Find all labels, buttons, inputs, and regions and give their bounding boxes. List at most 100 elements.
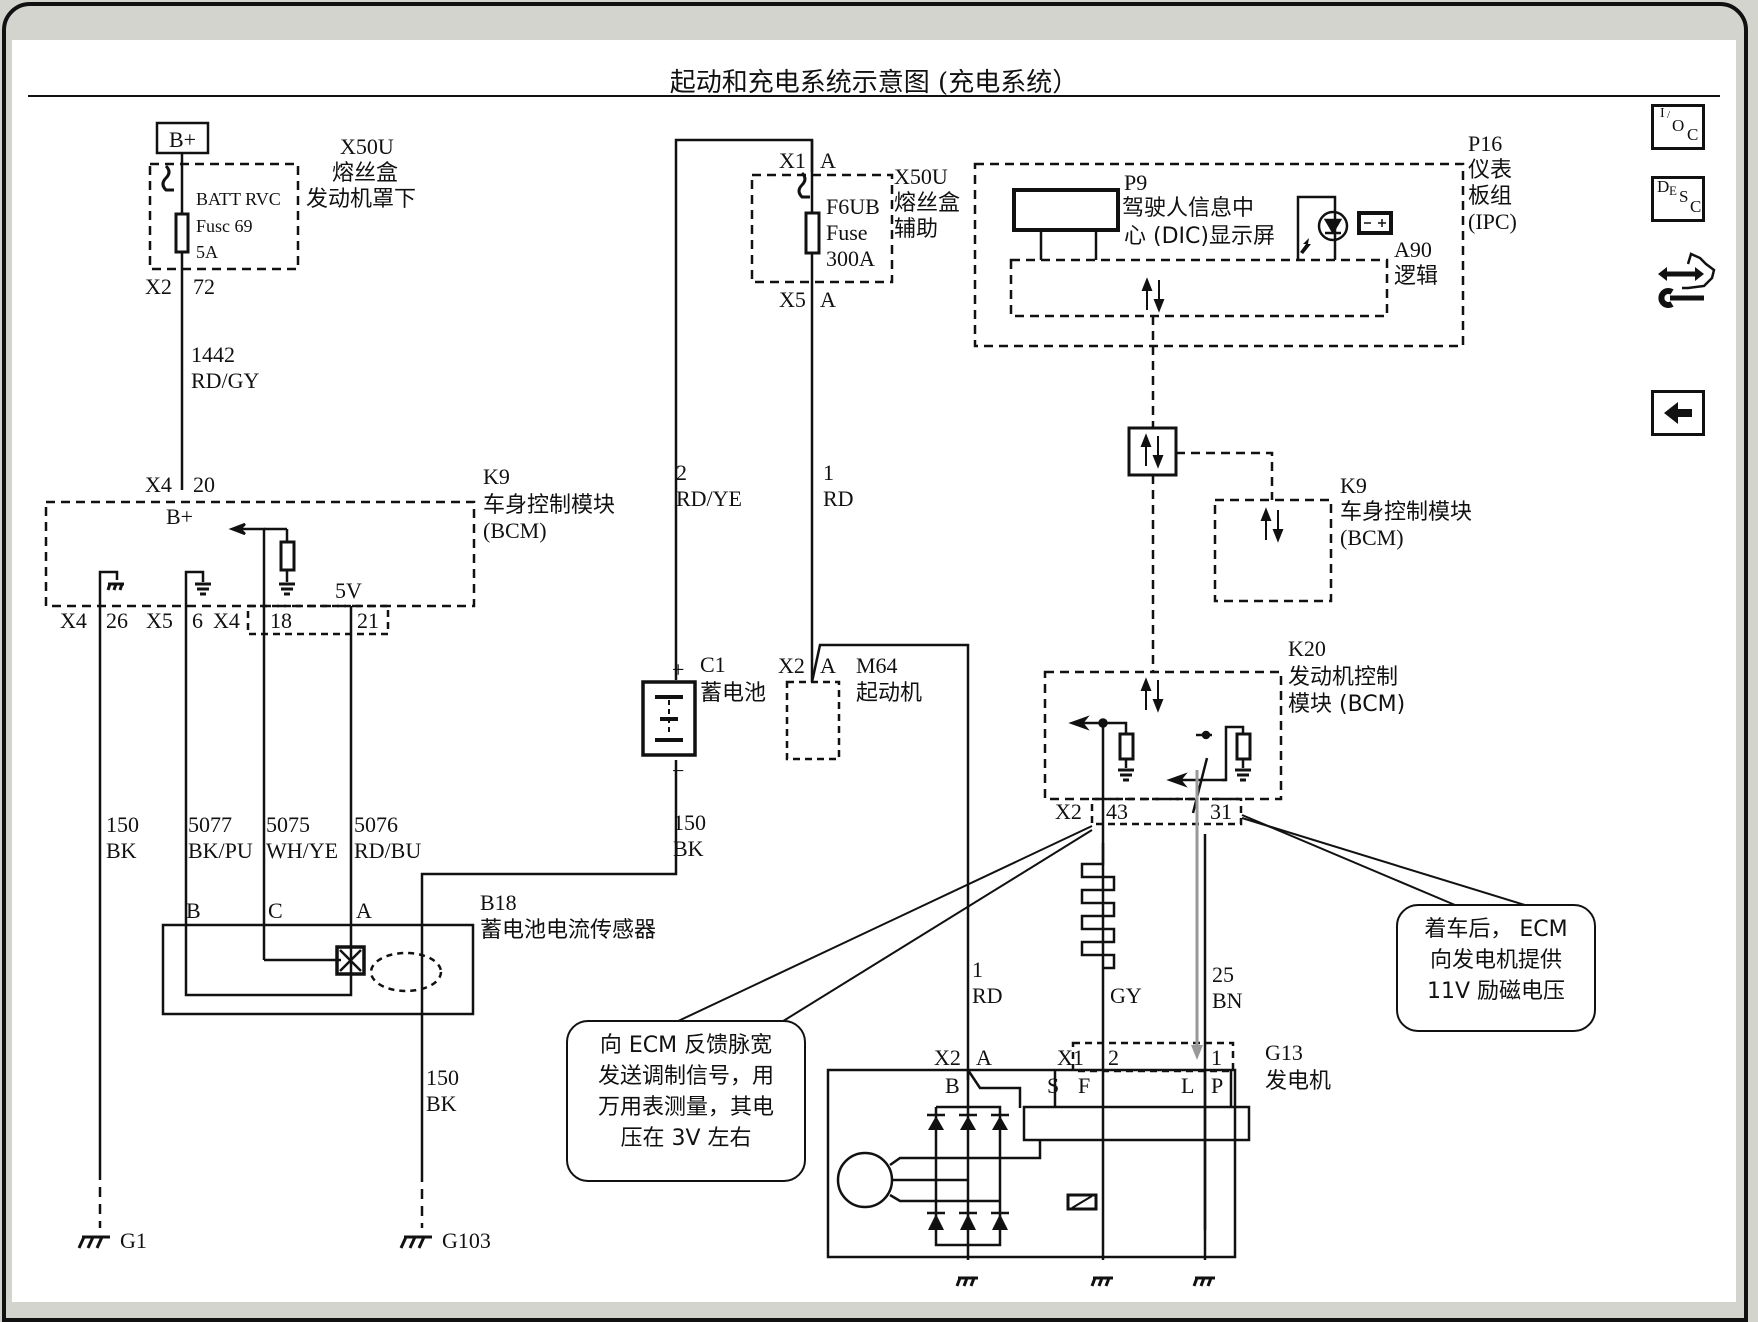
k9-bplus: B+ (166, 504, 193, 529)
description-button[interactable]: D E S C (1651, 176, 1705, 222)
k9-pin-conn: X5 (146, 608, 173, 633)
m64-conn: X2 (778, 653, 805, 678)
c1-battery (641, 680, 697, 757)
wire-1-num: 1 (972, 957, 983, 982)
g13-name: 发电机 (1265, 1069, 1331, 1094)
wire-1442-num: 1442 (191, 342, 235, 367)
x50u-main-id: X50U (340, 134, 394, 159)
back-button[interactable] (1651, 390, 1705, 436)
x50u-aux-id: X50U (894, 164, 948, 189)
m64-id: M64 (856, 653, 898, 678)
fuse-69 (174, 212, 190, 254)
fuse-69-name: BATT RVC (196, 189, 281, 209)
wire-5077-num: 5077 (188, 812, 232, 837)
callout-line: 万用表测量，其电 (597, 1095, 774, 1120)
g13-terminal-f: F (1078, 1073, 1090, 1098)
p16-name-1: 仪表 (1468, 158, 1512, 183)
wire-150-battery (420, 760, 678, 1172)
ground-g103 (399, 1235, 432, 1249)
data-arrows-k9 (1260, 507, 1284, 543)
desc-letter-e: E (1669, 183, 1677, 198)
desc-letter-s: S (1679, 187, 1689, 206)
x50u-main-name-1: 熔丝盒 (332, 161, 398, 186)
fuse-f6ub-number: Fuse (826, 220, 868, 245)
callout-line: 向 ECM 反馈脉宽 (599, 1033, 773, 1058)
k20-pin-31: 31 (1210, 799, 1232, 824)
k9-left-abbr: (BCM) (483, 518, 547, 543)
callout-excitation-voltage: 着车后， ECM 向发电机提供 11V 励磁电压 (1396, 904, 1596, 1032)
p9-display (1012, 188, 1120, 232)
wire-150-color: BK (106, 838, 137, 863)
x50u-aux-in-pin: A (820, 148, 836, 173)
g13-pin-2: 2 (1108, 1045, 1119, 1070)
g13-stator (836, 1151, 894, 1209)
ground-g1 (77, 1235, 110, 1249)
x50u-aux-name-2: 辅助 (894, 217, 938, 242)
k9-pullup-resistor (279, 540, 296, 572)
wire-1-num: 1 (823, 460, 834, 485)
diagram-panel: 起动和充电系统示意图 (充电系统） (12, 40, 1736, 1302)
b18-current-loop (369, 951, 443, 993)
wire-5077 (184, 570, 205, 975)
p16-outline (973, 162, 1465, 348)
desc-letter-c: C (1690, 197, 1702, 216)
connector-wrench-button[interactable] (1658, 248, 1716, 308)
wire-25-num: 25 (1212, 962, 1234, 987)
b18-inner-loop (184, 950, 353, 997)
wire-gy-color: GY (1110, 983, 1142, 1008)
c1-minus: − (672, 758, 684, 783)
io-letter-c: C (1687, 125, 1699, 144)
g13-terminal-b: B (945, 1073, 960, 1098)
x50u-aux-out-conn: X5 (779, 287, 806, 312)
wire-5076-color: RD/BU (354, 838, 421, 863)
wire-150-num: 150 (673, 810, 706, 835)
x50u-aux-outline (750, 173, 894, 284)
g13-terminal-s: S (1047, 1073, 1059, 1098)
wire-5077-color: BK/PU (188, 838, 253, 863)
ground-g103-label: G103 (442, 1228, 491, 1253)
io-slash: / (1667, 109, 1671, 121)
ground-k9-26 (106, 582, 124, 591)
wire-1-color: RD (972, 983, 1003, 1008)
g13-pin-1: 1 (1211, 1045, 1222, 1070)
g13-outline (826, 1068, 1237, 1259)
a90-name: 逻辑 (1394, 264, 1438, 289)
io-letter-o: O (1672, 116, 1685, 135)
g13-rotor-winding (1066, 1193, 1098, 1211)
connector-wrench-icon (1658, 252, 1716, 308)
k9-left-name: 车身控制模块 (483, 493, 615, 518)
b18-name: 蓄电池电流传感器 (480, 918, 656, 943)
p16-name-3: (IPC) (1468, 209, 1517, 234)
c1-id: C1 (700, 652, 726, 677)
m64-name: 起动机 (856, 681, 922, 706)
k9-5v: 5V (335, 578, 362, 603)
k9-pin: 18 (270, 608, 292, 633)
p9-id: P9 (1124, 170, 1147, 195)
charge-lamp-spark (1300, 238, 1311, 254)
g13-terminal-l: L (1181, 1073, 1194, 1098)
fuse-69-rating: 5A (196, 242, 218, 262)
fuse-flag (161, 164, 174, 192)
k9-pin: 21 (357, 608, 379, 633)
wire-150-num: 150 (106, 812, 139, 837)
g13-regulator (1022, 1105, 1251, 1142)
x50u-main-pin: 72 (193, 274, 215, 299)
wire-150-g1 (98, 570, 119, 1170)
data-arrows-splice (1140, 433, 1164, 469)
c1-plus: + (672, 657, 684, 682)
fuse-f6ub-rating: 300A (826, 246, 875, 271)
battery-warning-icon (1357, 211, 1393, 235)
wire-150-num: 150 (426, 1065, 459, 1090)
m64-pin: A (820, 653, 836, 678)
k20-outline (1043, 670, 1283, 801)
c1-name: 蓄电池 (700, 681, 766, 706)
data-arrows-k20 (1140, 677, 1164, 713)
k9-right-outline (1213, 498, 1333, 603)
io-letter-i: I (1660, 106, 1665, 121)
b18-pin-b: B (186, 898, 201, 923)
wire-150-color: BK (673, 836, 704, 861)
io-control-button[interactable]: I / O C (1651, 104, 1705, 150)
callout-line: 向发电机提供 (1429, 948, 1562, 973)
x50u-aux-out-pin: A (820, 287, 836, 312)
k9-in-pin: 20 (193, 472, 215, 497)
